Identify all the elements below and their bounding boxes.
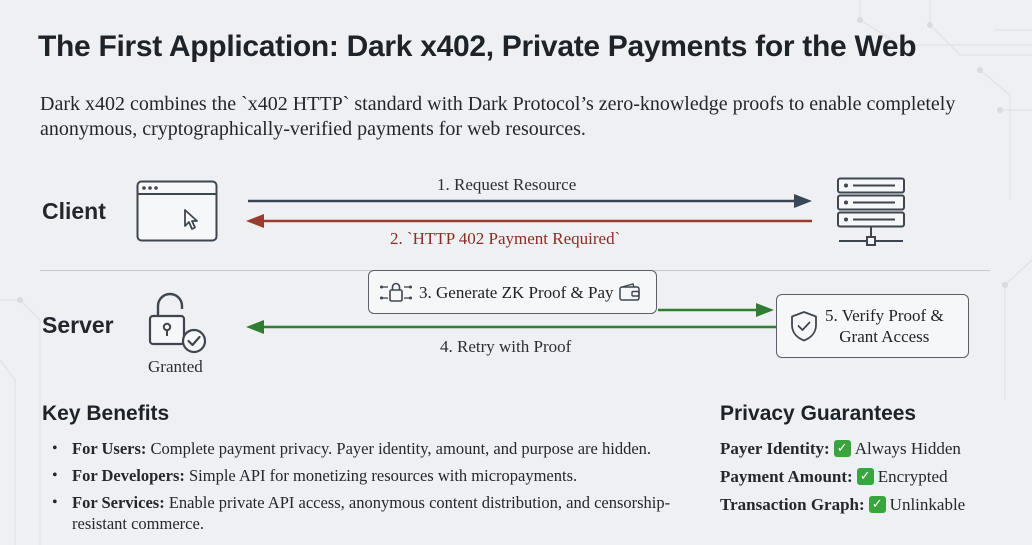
privacy-guarantees-heading: Privacy Guarantees xyxy=(720,402,917,425)
privacy-row: Transaction Graph:✓Unlinkable xyxy=(720,494,965,515)
privacy-row: Payer Identity:✓Always Hidden xyxy=(720,438,965,459)
browser-window-icon xyxy=(136,180,218,242)
benefit-label: For Services: xyxy=(72,493,165,512)
key-benefits-heading: Key Benefits xyxy=(42,402,170,425)
privacy-label: Payment Amount: xyxy=(720,467,853,486)
wallet-icon xyxy=(618,283,640,301)
check-icon: ✓ xyxy=(856,468,874,485)
client-label: Client xyxy=(42,198,106,224)
privacy-row: Payment Amount:✓Encrypted xyxy=(720,466,965,487)
benefits-list: •For Users: Complete payment privacy. Pa… xyxy=(46,438,706,540)
benefit-item-developers: •For Developers: Simple API for monetizi… xyxy=(52,466,578,485)
verify-proof-box: 5. Verify Proof & Grant Access xyxy=(776,294,969,358)
check-icon: ✓ xyxy=(833,440,851,457)
benefit-text: Simple API for monetizing resources with… xyxy=(189,466,578,485)
privacy-label: Transaction Graph: xyxy=(720,495,865,514)
privacy-value: Always Hidden xyxy=(854,439,961,458)
server-rack-icon xyxy=(837,177,905,246)
proof-arrows xyxy=(246,303,776,334)
benefit-text: Complete payment privacy. Payer identity… xyxy=(150,439,652,458)
benefit-item-services: •For Services: Enable private API access… xyxy=(52,493,671,533)
page-title: The First Application: Dark x402, Privat… xyxy=(38,30,917,63)
granted-label: Granted xyxy=(148,357,203,376)
check-icon: ✓ xyxy=(868,496,886,513)
step-1-label: 1. Request Resource xyxy=(437,175,577,194)
benefit-label: For Developers: xyxy=(72,466,185,485)
step-3-label: 3. Generate ZK Proof & Pay xyxy=(419,282,614,302)
benefit-text: Enable private API access, anonymous con… xyxy=(72,493,671,533)
privacy-value: Unlinkable xyxy=(889,495,966,514)
benefit-item-users: •For Users: Complete payment privacy. Pa… xyxy=(52,439,652,458)
step-5-label-line-1: 5. Verify Proof & xyxy=(825,306,944,325)
step-2-label: 2. `HTTP 402 Payment Required` xyxy=(390,229,621,248)
privacy-value: Encrypted xyxy=(877,467,948,486)
request-arrows xyxy=(246,194,812,228)
server-label: Server xyxy=(42,312,114,338)
intro-paragraph: Dark x402 combines the `x402 HTTP` stand… xyxy=(40,93,956,140)
zk-proof-box: 3. Generate ZK Proof & Pay xyxy=(368,270,657,314)
shield-check-icon xyxy=(791,311,817,342)
step-5-label-line-2: Grant Access xyxy=(839,327,930,346)
privacy-list: Payer Identity:✓Always Hidden Payment Am… xyxy=(720,438,965,522)
step-4-label: 4. Retry with Proof xyxy=(440,337,572,356)
privacy-label: Payer Identity: xyxy=(720,439,830,458)
zk-proof-lock-icon xyxy=(380,282,412,302)
benefit-label: For Users: xyxy=(72,439,147,458)
unlocked-padlock-icon xyxy=(148,292,207,354)
